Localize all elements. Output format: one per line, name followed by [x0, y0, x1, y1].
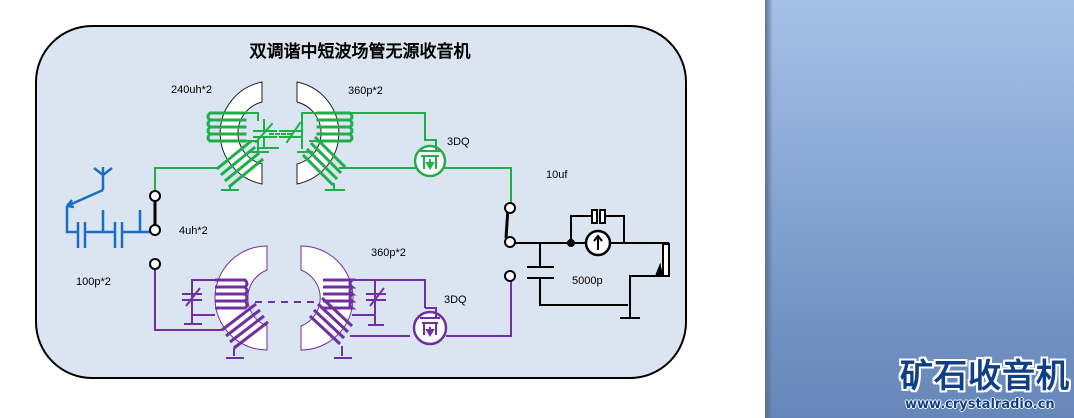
diagram-title: 双调谐中短波场管无源收音机	[250, 41, 471, 61]
antenna-icon	[93, 167, 113, 190]
side-panel-shadow	[765, 0, 773, 418]
label-coupling-cap: 10uf	[546, 169, 568, 181]
switch-contact-sw[interactable]	[149, 258, 161, 270]
mw-section	[154, 81, 512, 203]
switch-right-mw[interactable]	[504, 202, 516, 214]
coupling-capacitor	[570, 215, 625, 243]
switch-contact-mw[interactable]	[149, 190, 161, 202]
label-sw-transistor: 3DQ	[444, 294, 467, 306]
label-mw-transistor: 3DQ	[447, 136, 470, 148]
sw-right-pickup	[308, 296, 354, 346]
label-bypass-cap: 5000p	[572, 275, 603, 287]
side-panel-background	[765, 0, 1074, 418]
mw-right-coil	[316, 111, 354, 143]
label-sw-capacitor: 360p*2	[371, 247, 406, 259]
switch-contact-common[interactable]	[149, 224, 161, 236]
sw-left-coil	[215, 278, 249, 310]
switch-right-common[interactable]	[504, 236, 516, 248]
mw-left-pickup	[215, 139, 265, 189]
sw-left-pickup	[221, 302, 269, 350]
diagram-panel	[35, 25, 687, 379]
brand-logo: 矿石收音机	[900, 356, 1070, 395]
sw-right-coil	[323, 278, 357, 310]
earphone-jack	[662, 243, 670, 277]
label-sw-inductor: 4uh*2	[179, 225, 208, 237]
label-antenna-cap: 100p*2	[76, 276, 111, 288]
mw-left-coil	[206, 111, 247, 143]
label-mw-inductor: 240uh*2	[171, 84, 212, 96]
label-mw-capacitor: 360p*2	[348, 85, 383, 97]
antenna-section	[65, 167, 155, 248]
brand-website: www.crystalradio.cn	[905, 397, 1055, 412]
mw-right-pickup	[301, 135, 347, 187]
output-section	[149, 190, 670, 319]
bypass-capacitor	[527, 243, 628, 306]
sw-section	[154, 245, 512, 359]
switch-right-sw[interactable]	[504, 270, 516, 282]
